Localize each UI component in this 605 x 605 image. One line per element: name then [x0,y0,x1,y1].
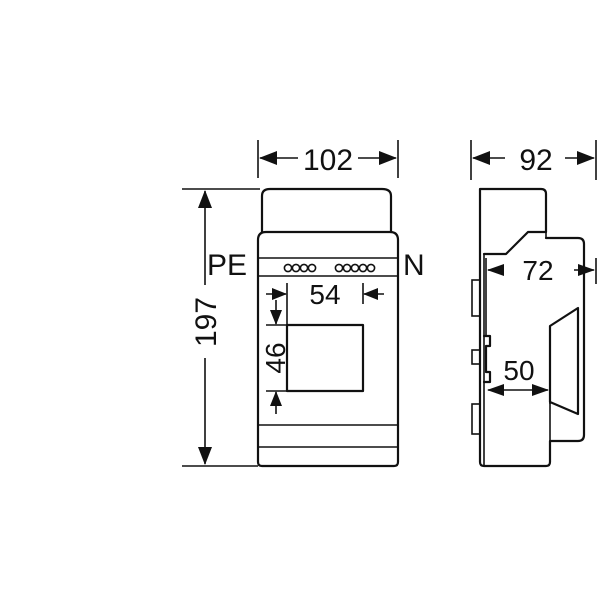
front-body-outline [256,230,400,468]
dim-72-arrow-left [487,264,504,276]
dim-72-label: 72 [522,255,553,286]
dim-92-arrow-right [577,151,595,165]
side-knob-middle [471,349,481,365]
din-rail [482,334,492,384]
side-knob-top [471,279,481,317]
dim-102-label: 102 [303,144,353,177]
dim-54-label: 54 [309,279,340,310]
dim-54-arrow-right [363,288,378,300]
front-view: 102 197 PE N 54 [182,140,425,468]
dim-46-arrow-top [270,310,282,325]
dim-50-arrow-right [532,384,549,396]
n-label: N [403,249,425,282]
dim-197-label: 197 [190,297,223,347]
pe-terminal-row [283,263,317,273]
side-knob-bottom [471,403,481,435]
side-view: 92 72 50 [470,140,597,468]
dim-50-arrow-left [487,384,504,396]
dim-92-label: 92 [519,144,552,177]
dim-92-arrow-left [472,151,490,165]
dim-72-arrow-right [578,264,595,276]
front-top-cover [260,187,393,234]
side-body-outline [478,187,586,468]
side-cover-panel [548,306,580,416]
front-window [285,323,365,393]
dim-46-label: 46 [260,342,291,373]
dim-102-arrow-left [259,151,277,165]
dim-197-arrow-bottom [198,447,212,465]
dim-54-arrow-left [272,288,287,300]
dim-46-arrow-bottom [270,391,282,406]
n-terminal-row [334,263,376,273]
pe-label: PE [207,249,247,282]
dim-197-arrow-top [198,190,212,208]
dim-50-label: 50 [503,355,534,386]
dim-102-arrow-right [379,151,397,165]
